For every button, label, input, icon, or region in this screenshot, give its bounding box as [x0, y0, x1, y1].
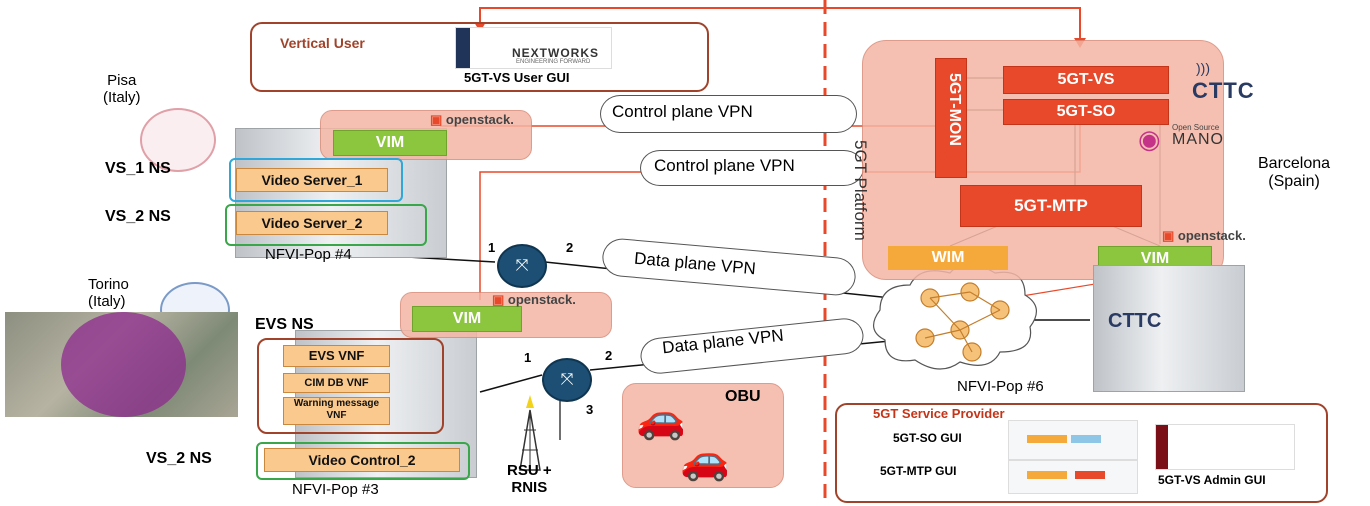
mon-box[interactable]: 5GT-MON	[935, 58, 967, 178]
vs-admin-gui-label: 5GT-VS Admin GUI	[1158, 473, 1266, 487]
so-gui-label: 5GT-SO GUI	[893, 431, 962, 445]
torino-label: Torino (Italy)	[88, 276, 129, 310]
rsu-rnis-label: RSU +RNIS	[507, 462, 552, 496]
router-2-icon[interactable]: ⤧	[542, 358, 592, 402]
openstack-icon: ▣	[492, 292, 508, 307]
vs2-ns-frame-top	[225, 204, 427, 246]
vs-user-gui-label: 5GT-VS User GUI	[464, 70, 570, 85]
nextworks-logo: NEXTWORKS	[512, 46, 599, 60]
nfvi-pop6-server: CTTC	[1093, 265, 1245, 392]
pop3-vim[interactable]: VIM	[412, 306, 522, 332]
cttc-logo-small: CTTC	[1108, 310, 1162, 332]
warning-message-vnf[interactable]: Warning message VNF	[283, 397, 390, 425]
platform-openstack-logo: ▣ openstack.	[1162, 228, 1246, 243]
mtp-gui-screenshot[interactable]	[1008, 460, 1138, 494]
vs2-ns-label-bottom: VS_2 NS	[146, 450, 212, 467]
router-1-icon[interactable]: ⤧	[497, 244, 547, 288]
vertical-user-title: Vertical User	[280, 35, 365, 51]
torino-map-image	[5, 312, 238, 417]
vs-box[interactable]: 5GT-VS	[1003, 66, 1169, 94]
vs1-ns-frame	[229, 158, 403, 202]
video-control-2[interactable]: Video Control_2	[264, 448, 460, 472]
user-to-platform-arrow	[479, 7, 1081, 40]
pop6-label: NFVI-Pop #6	[957, 378, 1044, 395]
openstack-icon: ▣	[430, 112, 446, 127]
car-icon: 🚗	[636, 397, 686, 441]
cttc-logo: CTTC	[1192, 78, 1255, 103]
obu-label: OBU	[725, 388, 761, 405]
osm-caption: Open Source	[1172, 123, 1220, 132]
video-server-1[interactable]: Video Server_1	[236, 168, 388, 192]
coverage-area	[61, 312, 186, 417]
pisa-label: Pisa (Italy)	[103, 72, 141, 106]
platform-title: 5GT Platform	[851, 140, 870, 241]
evs-ns-label: EVS NS	[255, 316, 314, 333]
service-provider-box	[835, 403, 1328, 503]
control-vpn-tube-1	[600, 95, 857, 133]
mtp-gui-label: 5GT-MTP GUI	[880, 464, 957, 478]
cim-db-vnf[interactable]: CIM DB VNF	[283, 373, 390, 393]
prometheus-icon: ●	[938, 148, 948, 165]
service-provider-title: 5GT Service Provider	[873, 406, 1005, 421]
vs-admin-gui-screenshot[interactable]	[1155, 424, 1295, 470]
control-vpn-label-1: Control plane VPN	[612, 102, 753, 121]
openstack-icon: ▣	[1162, 228, 1178, 243]
evs-vnf[interactable]: EVS VNF	[283, 345, 390, 367]
vs2-ns-frame-bottom	[256, 442, 470, 480]
osm-logo: MANO	[1172, 131, 1224, 148]
obu-box	[622, 383, 784, 488]
video-server-2[interactable]: Video Server_2	[236, 211, 388, 235]
wim-box[interactable]: WIM	[888, 246, 1008, 270]
vs2-ns-label-top: VS_2 NS	[105, 208, 171, 225]
vs-user-gui-screenshot[interactable]: NEXTWORKS ENGINEERING FORWARD	[455, 27, 612, 69]
control-vpn-label-2: Control plane VPN	[654, 156, 795, 175]
control-vpn-tube-2	[640, 150, 864, 186]
evs-ns-frame	[257, 338, 444, 434]
cttc-wave-icon: )))	[1196, 60, 1210, 76]
pop4-openstack-logo: ▣ openstack.	[430, 112, 514, 127]
pop4-vim[interactable]: VIM	[333, 130, 447, 156]
pop4-label: NFVI-Pop #4	[265, 246, 352, 263]
vertical-user-box	[250, 22, 709, 92]
vs1-ns-label: VS_1 NS	[105, 160, 171, 177]
pop3-openstack-logo: ▣ openstack.	[492, 292, 576, 307]
mtp-box[interactable]: 5GT-MTP	[960, 185, 1142, 227]
pisa-university-seal	[140, 108, 216, 172]
barcelona-label: Barcelona(Spain)	[1258, 155, 1331, 190]
so-gui-screenshot[interactable]	[1008, 420, 1138, 460]
car-icon-2: 🚗	[680, 438, 730, 482]
osm-icon: ◉	[1138, 124, 1161, 154]
pop3-label: NFVI-Pop #3	[292, 481, 379, 498]
so-box[interactable]: 5GT-SO	[1003, 99, 1169, 125]
